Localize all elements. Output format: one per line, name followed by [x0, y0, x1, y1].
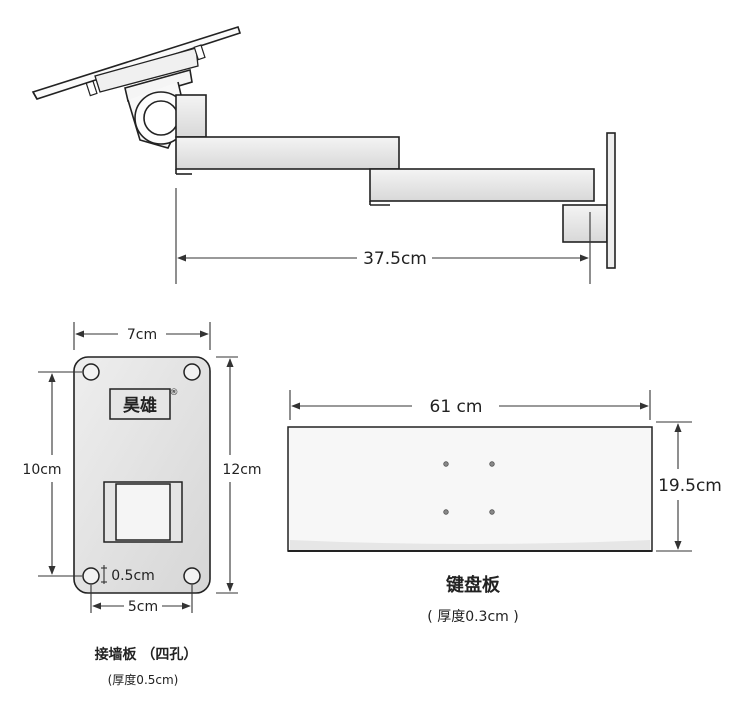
mounting-hole: [82, 363, 100, 381]
tray-screw-holes: [443, 461, 495, 515]
mounting-holes: [82, 363, 201, 585]
tray-hole: [489, 461, 495, 467]
plate-height-label: 12cm: [222, 462, 261, 478]
tray-hole: [443, 461, 449, 467]
hole-offset-label: 0.5cm: [111, 568, 155, 584]
keyboard-tray-dimensions: [289, 390, 692, 552]
hinge-block: [103, 481, 183, 543]
brand-logo-box: [109, 388, 171, 420]
registered-mark: ®: [170, 388, 179, 398]
wall-plate-side: [606, 132, 616, 269]
tray-hole: [489, 509, 495, 515]
wall-pivot-block: [562, 204, 608, 243]
pivot-block: [175, 94, 207, 138]
keyboard-tray-body: [287, 426, 653, 552]
hole-spacing-horizontal-label: 5cm: [128, 599, 158, 615]
tray-top-plate: [31, 25, 242, 100]
mount-screws: [85, 44, 206, 97]
hole-spacing-vertical-label: 10cm: [22, 462, 61, 478]
brand-logo: 昊雄: [123, 395, 157, 416]
wall-plate-dimensions: [38, 322, 238, 613]
arm-side-view: [31, 25, 616, 269]
tray-hole: [443, 509, 449, 515]
wall-plate-front: 昊雄 ®: [73, 356, 211, 594]
arm-length-label: 37.5cm: [363, 249, 427, 269]
upper-arm: [175, 136, 400, 170]
wall-plate-thickness: (厚度0.5cm): [108, 672, 179, 687]
keyboard-tray: [287, 426, 653, 552]
keyboard-tray-caption: 键盘板: [445, 574, 501, 596]
arm-length-dimension: [175, 188, 591, 284]
mounting-hole: [82, 567, 100, 585]
tray-depth-label: 19.5cm: [658, 476, 722, 496]
lower-arm: [369, 168, 595, 202]
wall-plate-caption: 接墙板 （四孔）: [95, 646, 198, 663]
mounting-hole: [183, 363, 201, 381]
keyboard-tray-thickness: ( 厚度0.3cm ): [427, 609, 518, 625]
plate-width-label: 7cm: [127, 327, 157, 343]
mounting-hole: [183, 567, 201, 585]
tray-width-label: 61 cm: [430, 397, 483, 417]
